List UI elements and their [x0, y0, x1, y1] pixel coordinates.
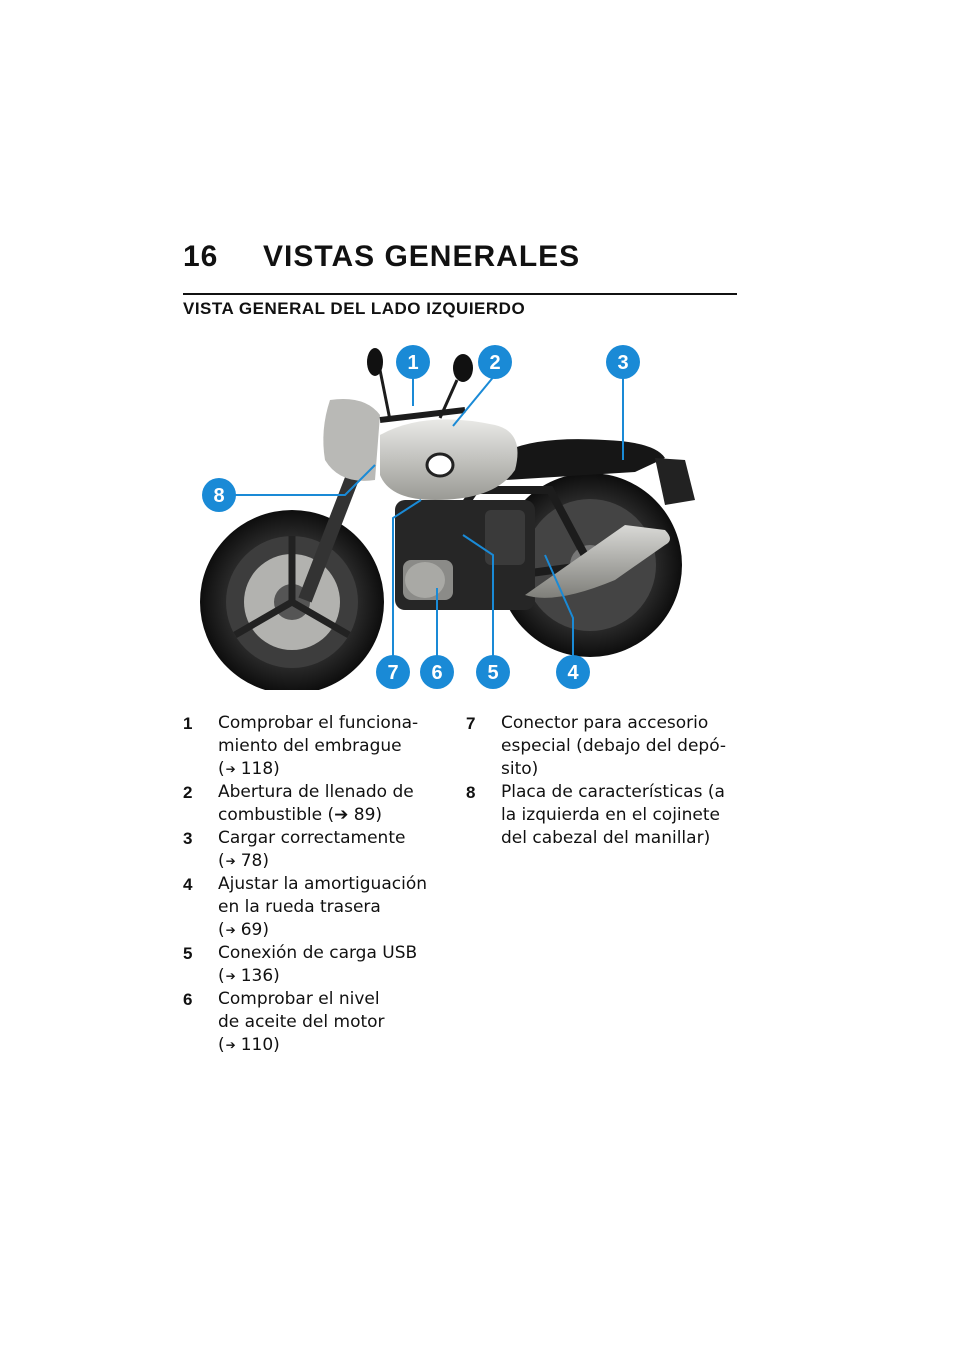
- page-reference-number: 69): [240, 920, 269, 940]
- legend-number: 5: [183, 944, 193, 963]
- legend-line: Conector para accesorio: [501, 713, 709, 733]
- callout-5: 5: [476, 655, 510, 689]
- legend-item-5: 5 Conexión de carga USB (➔136): [183, 942, 445, 988]
- legend-item-2: 2 Abertura de llenado de combustible (➔ …: [183, 781, 445, 827]
- legend-item-1: 1 Comprobar el funciona- miento del embr…: [183, 712, 445, 781]
- right-mirror: [453, 354, 473, 382]
- legend-line: Conexión de carga USB: [218, 943, 418, 963]
- svg-text:5: 5: [487, 662, 498, 684]
- callout-2: 2: [478, 345, 512, 379]
- chapter-title: VISTAS GENERALES: [263, 240, 581, 273]
- legend-text: Cargar correctamente (➔78): [218, 827, 445, 873]
- legend-number: 8: [466, 783, 476, 802]
- legend-number: 3: [183, 829, 193, 848]
- page-number: 16: [183, 240, 219, 273]
- callout-leader-lines: [235, 374, 624, 658]
- legend-line: la izquierda en el cojinete: [501, 805, 721, 825]
- legend-line: Ajustar la amortiguación: [218, 874, 427, 894]
- page-reference-number: 78): [240, 851, 269, 871]
- license-plate-holder: [655, 458, 695, 505]
- svg-text:2: 2: [489, 352, 500, 374]
- legend-item-8: 8 Placa de características (a la izquier…: [466, 781, 738, 850]
- legend-text: Comprobar el nivel de aceite del motor (…: [218, 988, 445, 1057]
- legend-line: de aceite del motor: [218, 1012, 385, 1032]
- legend-number: 2: [183, 783, 193, 802]
- page-reference[interactable]: (➔136): [218, 966, 280, 986]
- svg-text:3: 3: [617, 352, 628, 374]
- legend-line: del cabezal del manillar): [501, 828, 711, 848]
- legend-text: Ajustar la amortiguación en la rueda tra…: [218, 873, 445, 942]
- legend-text: Comprobar el funciona- miento del embrag…: [218, 712, 445, 781]
- svg-text:6: 6: [431, 662, 442, 684]
- legend-number: 4: [183, 875, 193, 894]
- callout-3: 3: [606, 345, 640, 379]
- legend-line: miento del embrague: [218, 736, 402, 756]
- legend-line: sito): [501, 759, 539, 779]
- legend-text: Placa de características (a la izquierda…: [501, 781, 738, 850]
- legend-line: Cargar correctamente: [218, 828, 406, 848]
- legend-right-column: 7 Conector para accesorio especial (deba…: [466, 712, 738, 850]
- svg-text:7: 7: [387, 662, 398, 684]
- callout-8: 8: [202, 478, 236, 512]
- reference-arrow-icon: ➔: [225, 923, 236, 937]
- legend-line: Abertura de llenado de: [218, 782, 414, 802]
- seat: [495, 439, 665, 480]
- page-reference[interactable]: (➔78): [218, 851, 269, 871]
- legend-number: 6: [183, 990, 193, 1009]
- page-reference-number: 136): [240, 966, 280, 986]
- callout-4: 4: [556, 655, 590, 689]
- page-reference[interactable]: (➔118): [218, 759, 280, 779]
- legend-text: Conexión de carga USB (➔136): [218, 942, 445, 988]
- motorcycle-figure: 1 2 3 4 5 6 7 8: [195, 340, 735, 690]
- callout-7: 7: [376, 655, 410, 689]
- svg-text:1: 1: [407, 352, 418, 374]
- headlight-fairing: [323, 399, 380, 481]
- legend-text: Abertura de llenado de combustible (➔ 89…: [218, 781, 445, 827]
- handlebar: [379, 407, 466, 423]
- svg-text:8: 8: [213, 485, 224, 507]
- page-reference[interactable]: (➔110): [218, 1035, 280, 1055]
- reference-arrow-icon: ➔: [225, 854, 236, 868]
- engine: [395, 500, 535, 610]
- legend-number: 7: [466, 714, 476, 733]
- page-reference[interactable]: (➔69): [218, 920, 269, 940]
- bmw-logo: [425, 452, 455, 478]
- legend-item-6: 6 Comprobar el nivel de aceite del motor…: [183, 988, 445, 1057]
- left-mirror: [367, 348, 383, 376]
- legend-line: en la rueda trasera: [218, 897, 381, 917]
- legend-left-column: 1 Comprobar el funciona- miento del embr…: [183, 712, 445, 1057]
- legend-text: Conector para accesorio especial (debajo…: [501, 712, 738, 781]
- legend-item-4: 4 Ajustar la amortiguación en la rueda t…: [183, 873, 445, 942]
- header-rule: [183, 293, 737, 295]
- legend-line: Comprobar el funciona-: [218, 713, 419, 733]
- page-reference-number: 110): [240, 1035, 280, 1055]
- legend-line: especial (debajo del depó-: [501, 736, 727, 756]
- legend-item-3: 3 Cargar correctamente (➔78): [183, 827, 445, 873]
- section-title: VISTA GENERAL DEL LADO IZQUIERDO: [183, 299, 526, 318]
- callout-1: 1: [396, 345, 430, 379]
- callout-6: 6: [420, 655, 454, 689]
- front-wheel: [200, 510, 384, 690]
- legend-number: 1: [183, 714, 193, 733]
- legend-item-7: 7 Conector para accesorio especial (deba…: [466, 712, 738, 781]
- legend-line: Placa de características (a: [501, 782, 725, 802]
- page-reference-number: 118): [240, 759, 280, 779]
- reference-arrow-icon: ➔: [225, 762, 236, 776]
- svg-text:4: 4: [567, 662, 579, 684]
- legend-line: Comprobar el nivel: [218, 989, 380, 1009]
- exhaust-muffler: [525, 525, 670, 598]
- reference-arrow-icon: ➔: [225, 1038, 236, 1052]
- legend-line[interactable]: combustible (➔ 89): [218, 805, 383, 825]
- reference-arrow-icon: ➔: [225, 969, 236, 983]
- motorcycle-illustration: 1 2 3 4 5 6 7 8: [200, 345, 695, 690]
